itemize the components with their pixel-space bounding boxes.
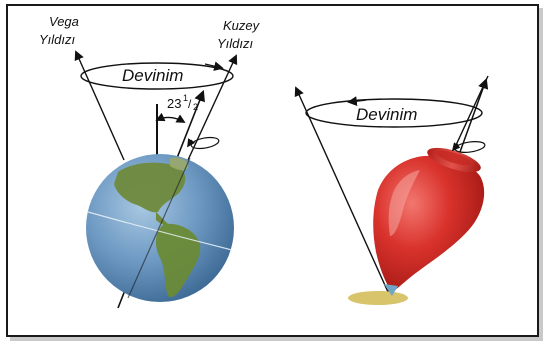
top-cone-left-line — [294, 86, 389, 293]
south-america-shape — [155, 223, 201, 298]
earth-precession-label: Devinim — [122, 66, 183, 85]
central-america-shape — [156, 212, 168, 225]
kuzey-label-line2: Yıldızı — [217, 36, 254, 51]
kuzey-label-line1: Kuzey — [223, 18, 261, 33]
tilt-slash: / — [188, 97, 192, 111]
top-rotation-ellipse — [454, 141, 486, 153]
tilt-angle-arc — [155, 112, 186, 123]
spinning-top-cap-inner — [436, 150, 472, 166]
greenland-shape — [170, 157, 189, 171]
tilt-degree: ° — [199, 97, 203, 109]
earth-rotation-ellipse — [190, 136, 220, 150]
top-ground-shadow — [348, 291, 408, 305]
tilt-numerator: 1 — [183, 93, 188, 103]
vega-label-line2: Yıldızı — [39, 32, 76, 47]
tilt-denominator: 2 — [193, 102, 198, 112]
equator-line — [87, 211, 233, 251]
top-rotation-arrow — [451, 142, 461, 152]
earth-group: Vega Yıldızı Kuzey Yıldızı Devinim 23 1 … — [39, 14, 261, 309]
spinning-top-highlight — [388, 170, 420, 236]
earth-axis-through-globe — [127, 157, 191, 299]
north-america-shape — [114, 162, 186, 213]
spinning-top-tip — [384, 284, 398, 296]
earth-precession-ellipse — [80, 62, 234, 90]
earth-rotation-arrow — [187, 138, 196, 148]
top-precession-ellipse — [305, 98, 483, 128]
vega-label-line1: Vega — [49, 14, 79, 29]
earth-precession-arrow — [204, 61, 224, 71]
earth-cone-right-line — [187, 54, 238, 161]
top-precession-label: Devinim — [356, 105, 417, 124]
spinning-top-group: Devinim — [294, 75, 489, 305]
top-precession-arrow — [347, 96, 367, 106]
tilt-whole: 23 — [167, 96, 181, 111]
earth-cone-left-line — [74, 50, 125, 161]
top-spin-axis — [459, 78, 489, 153]
tilt-angle-label: 23 1 / 2 ° — [167, 93, 203, 112]
